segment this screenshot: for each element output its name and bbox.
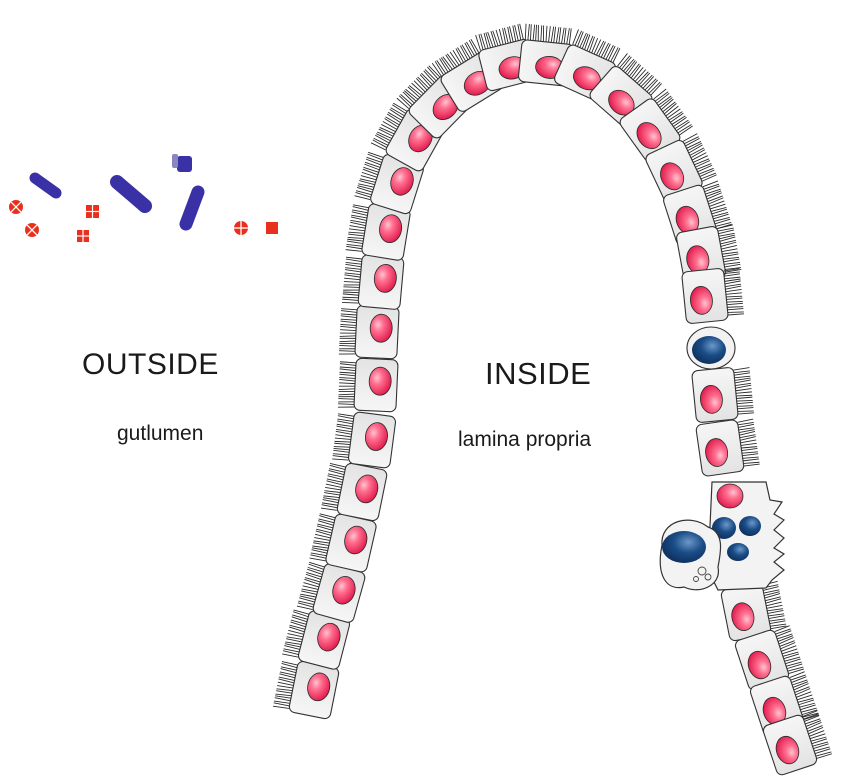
epithelial-cell [342,253,404,310]
tuft-cell [708,482,784,590]
epithelial-cell [692,365,755,422]
cocci-bacterium [177,156,192,172]
nucleus [717,484,743,508]
macrophage [660,520,720,590]
epithelial-cell-layer [273,23,834,777]
lumen-microbes [9,154,278,242]
epithelial-cell [682,266,745,324]
macrophage-nucleus [662,531,706,563]
particle-crossed [9,200,23,214]
rod-bacterium [35,178,56,193]
epithelial-cell [332,409,396,468]
particle-square [266,222,278,234]
epithelial-cell [696,417,761,477]
inside-label: INSIDE [485,356,591,392]
epithelial-cell [338,357,398,412]
rod-bacterium [117,182,145,206]
lamina-propria-label: lamina propria [458,428,591,452]
particle-crossed [25,223,39,237]
epithelial-cell [339,304,399,359]
outside-label: OUTSIDE [82,348,219,382]
microvilli [339,309,357,355]
granule [727,543,749,561]
epithelial-cell [321,459,388,522]
intraepithelial-lymphocyte [687,327,735,369]
granule [739,516,761,536]
rod-bacterium [186,192,198,224]
gut-lumen-label: gutlumen [117,422,203,446]
particle-plus [234,221,248,235]
particle-square [77,230,89,242]
particle-square [86,205,99,218]
microvilli [338,362,356,408]
